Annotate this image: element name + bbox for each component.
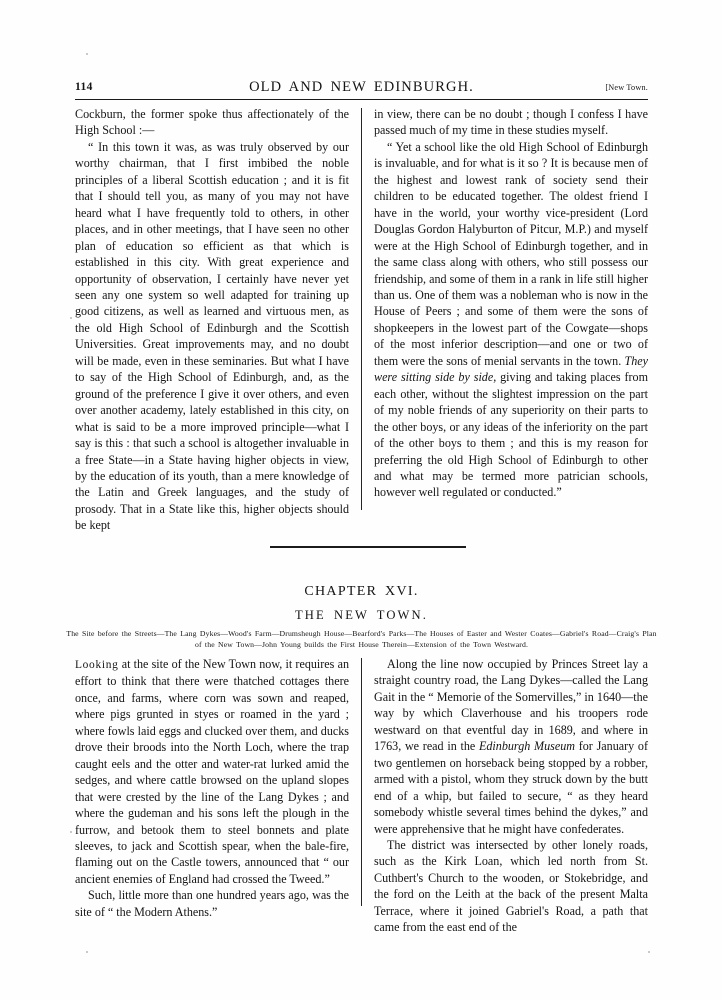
paragraph-with-italic: Along the line now occupied by Princes S… [374, 656, 648, 837]
paragraph: Such, little more than one hundred years… [75, 888, 349, 919]
lower-right-column: Along the line now occupied by Princes S… [374, 656, 648, 934]
scan-speckle [86, 951, 88, 953]
upper-left-column: Cockburn, the former spoke thus affectio… [75, 106, 349, 532]
chapter-title: THE NEW TOWN. [295, 608, 428, 622]
column-divider-rule [361, 108, 362, 510]
page-folio-number: 114 [75, 81, 93, 93]
paragraph: The district was intersected by other lo… [374, 837, 648, 935]
paragraph-text: Along the line now occupied by Princes S… [374, 657, 648, 754]
scan-speckle [70, 317, 72, 319]
paragraph-text-tail: for January of two gentlemen on horsebac… [374, 739, 648, 836]
paragraph: “ In this town it was, as was truly obse… [75, 139, 349, 533]
italic-publication-title: Edinburgh Museum [479, 739, 575, 754]
paragraph-text: at the site of the New Town now, it requ… [75, 657, 349, 886]
paragraph-with-small-caps: Looking at the site of the New Town now,… [75, 656, 349, 887]
column-divider-rule [361, 658, 362, 906]
drop-small-caps-opening: Looking [75, 659, 119, 671]
section-break-rule [270, 546, 466, 548]
section-signature-mark: [New Town. [605, 83, 648, 92]
paragraph: in view, there can be no doubt ; though … [374, 107, 648, 138]
lower-left-column: Looking at the site of the New Town now,… [75, 656, 349, 919]
running-head: 114 OLD AND NEW EDINBURGH. [New Town. [75, 79, 648, 99]
italic-emphasis: They were sitting side by side, [374, 353, 648, 385]
paragraph: Cockburn, the former spoke thus affectio… [75, 107, 349, 138]
header-rule [75, 99, 648, 100]
chapter-synopsis: The Site before the Streets—The Lang Dyk… [66, 629, 657, 650]
scan-speckle [648, 951, 650, 953]
paragraph-text-tail: giving and taking places from each other… [374, 370, 648, 500]
scan-speckle [86, 53, 88, 55]
paragraph-with-italic: “ Yet a school like the old High School … [374, 139, 648, 501]
chapter-number: CHAPTER XVI. [304, 584, 419, 599]
scan-speckle [70, 831, 72, 833]
book-title-header: OLD AND NEW EDINBURGH. [249, 79, 474, 95]
paragraph-text: “ Yet a school like the old High School … [374, 139, 648, 368]
upper-right-column: in view, there can be no doubt ; though … [374, 106, 648, 518]
